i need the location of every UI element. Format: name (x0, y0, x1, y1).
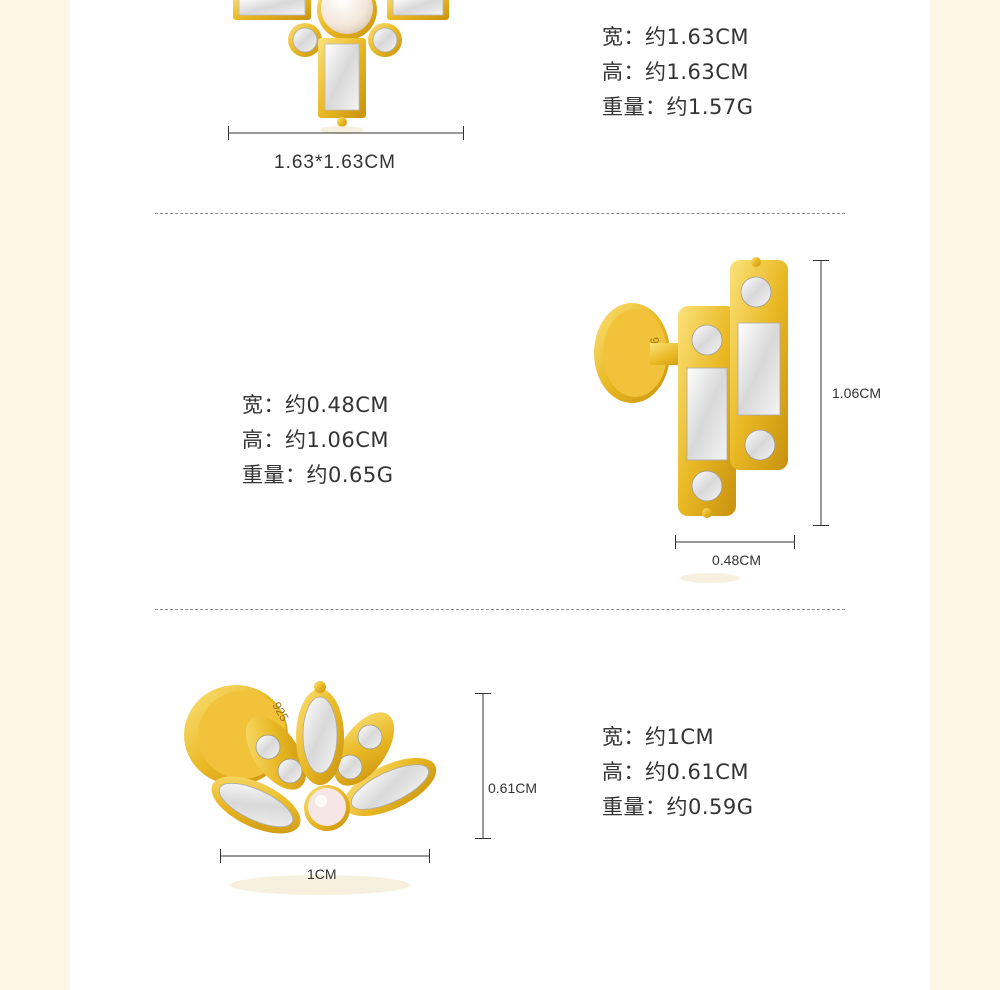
product-2-width-measure-line (675, 535, 795, 549)
product-1-width-spec: 宽：约1.63CM (602, 25, 750, 49)
section-divider-2 (155, 609, 845, 610)
product-3-earring-image: 925 (184, 681, 437, 895)
product-2-width-label: 0.48CM (712, 552, 762, 568)
section-divider-1 (155, 213, 845, 214)
product-2-weight-spec: 重量：约0.65G (242, 463, 394, 487)
product-3-width-measure-line (220, 849, 430, 863)
product-1-earring-image (233, 0, 449, 134)
product-2-width-spec: 宽：约0.48CM (242, 393, 390, 417)
product-3-height-spec: 高：约0.61CM (602, 760, 750, 784)
product-1-width-measure-line (228, 126, 464, 140)
product-3-width-spec: 宽：约1CM (602, 725, 715, 749)
product-1-weight-spec: 重量：约1.57G (602, 95, 754, 119)
content-panel (70, 0, 930, 990)
product-1-height-spec: 高：约1.63CM (602, 60, 750, 84)
product-3-height-label: 0.61CM (488, 780, 538, 796)
product-3-height-measure-line (475, 693, 491, 839)
product-1-dimension-label: 1.63*1.63CM (274, 152, 396, 173)
product-3-width-label: 1CM (307, 866, 337, 882)
product-2-height-label: 1.06CM (832, 385, 882, 401)
product-2-height-measure-line (813, 260, 829, 526)
product-3-weight-spec: 重量：约0.59G (602, 795, 754, 819)
product-3-specs: 宽：约1CM 高：约0.61CM 重量：约0.59G (602, 720, 754, 825)
product-2-specs: 宽：约0.48CM 高：约1.06CM 重量：约0.65G (242, 388, 394, 493)
product-2-earring-image: 925 (594, 257, 788, 583)
product-2-height-spec: 高：约1.06CM (242, 428, 390, 452)
product-1-specs: 宽：约1.63CM 高：约1.63CM 重量：约1.57G (602, 20, 754, 125)
